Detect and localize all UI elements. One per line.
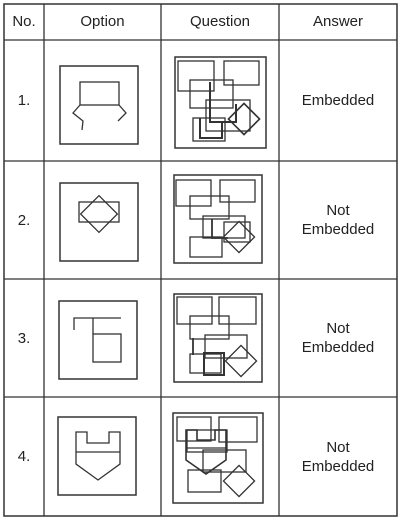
table-grid — [3, 3, 398, 517]
header-no: No. — [12, 13, 36, 30]
option-figure-2 — [59, 182, 139, 262]
question-figure-1 — [174, 56, 267, 149]
answer-2-line-1: Not — [326, 202, 350, 219]
question-figure-2 — [173, 174, 263, 264]
row-number-1: 1. — [17, 92, 31, 109]
answer-1: Embedded — [279, 40, 397, 161]
answer-2-line-2: Embedded — [301, 221, 375, 238]
option-figure-4 — [57, 416, 137, 496]
header-option: Option — [80, 13, 125, 30]
answer-1-line-1: Embedded — [301, 92, 375, 109]
row-number-4: 4. — [17, 448, 31, 465]
row-number-3: 3. — [17, 329, 31, 347]
answer-4-line-2: Embedded — [301, 457, 375, 475]
answer-3-line-2: Embedded — [301, 339, 375, 356]
question-figure-4 — [172, 412, 264, 504]
row-number-2: 2. — [17, 211, 31, 229]
option-figure-1 — [59, 65, 139, 145]
answer-3: Not Embedded — [279, 279, 397, 397]
answer-3-line-1: Not — [326, 320, 350, 337]
option-figure-3 — [58, 300, 138, 380]
answer-4-line-1: Not — [326, 438, 350, 456]
header-answer: Answer — [312, 13, 364, 30]
answer-4: Not Embedded — [279, 397, 397, 516]
question-figure-3 — [173, 293, 263, 383]
header-question: Question — [189, 13, 251, 30]
answer-2: Not Embedded — [279, 161, 397, 279]
